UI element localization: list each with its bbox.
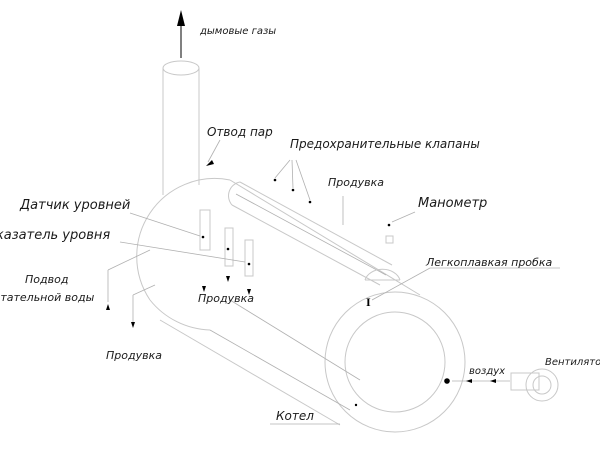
piping [106,139,560,425]
flue-gas-arrow [177,10,185,58]
label-blowdown-middle: Продувка [198,292,254,305]
label-steam-outlet: Отвод пар [207,125,273,139]
chimney [162,60,200,195]
fan [510,368,559,402]
label-level-indicator: Указатель уровня [0,228,110,243]
label-blowdown-top: Продувка [328,176,384,189]
label-feedwater-1: Подвод [25,273,68,286]
steam-drum [228,181,393,286]
label-air: воздух [469,366,505,377]
label-manometer: Манометр [418,196,487,211]
label-blowdown-bottom: Продувка [106,349,162,362]
label-level-sensor: Датчик уровней [19,198,130,213]
level-gauges [199,209,254,295]
label-feedwater-2: питательной воды [0,291,95,304]
manometer [385,211,416,244]
label-safety-valves: Предохранительные клапаны [290,137,480,151]
svg-text:I: I [366,295,371,309]
fusible-plug-dome: I [364,268,401,309]
label-flue-gases: дымовые газы [199,26,276,37]
label-boiler: Котел [276,409,314,423]
boiler-shell [136,178,466,433]
safety-valves [273,159,344,225]
label-fan: Вентилятор [545,357,600,368]
air-duct [444,378,510,384]
label-fusible-plug: Легкоплавкая пробка [425,256,552,269]
